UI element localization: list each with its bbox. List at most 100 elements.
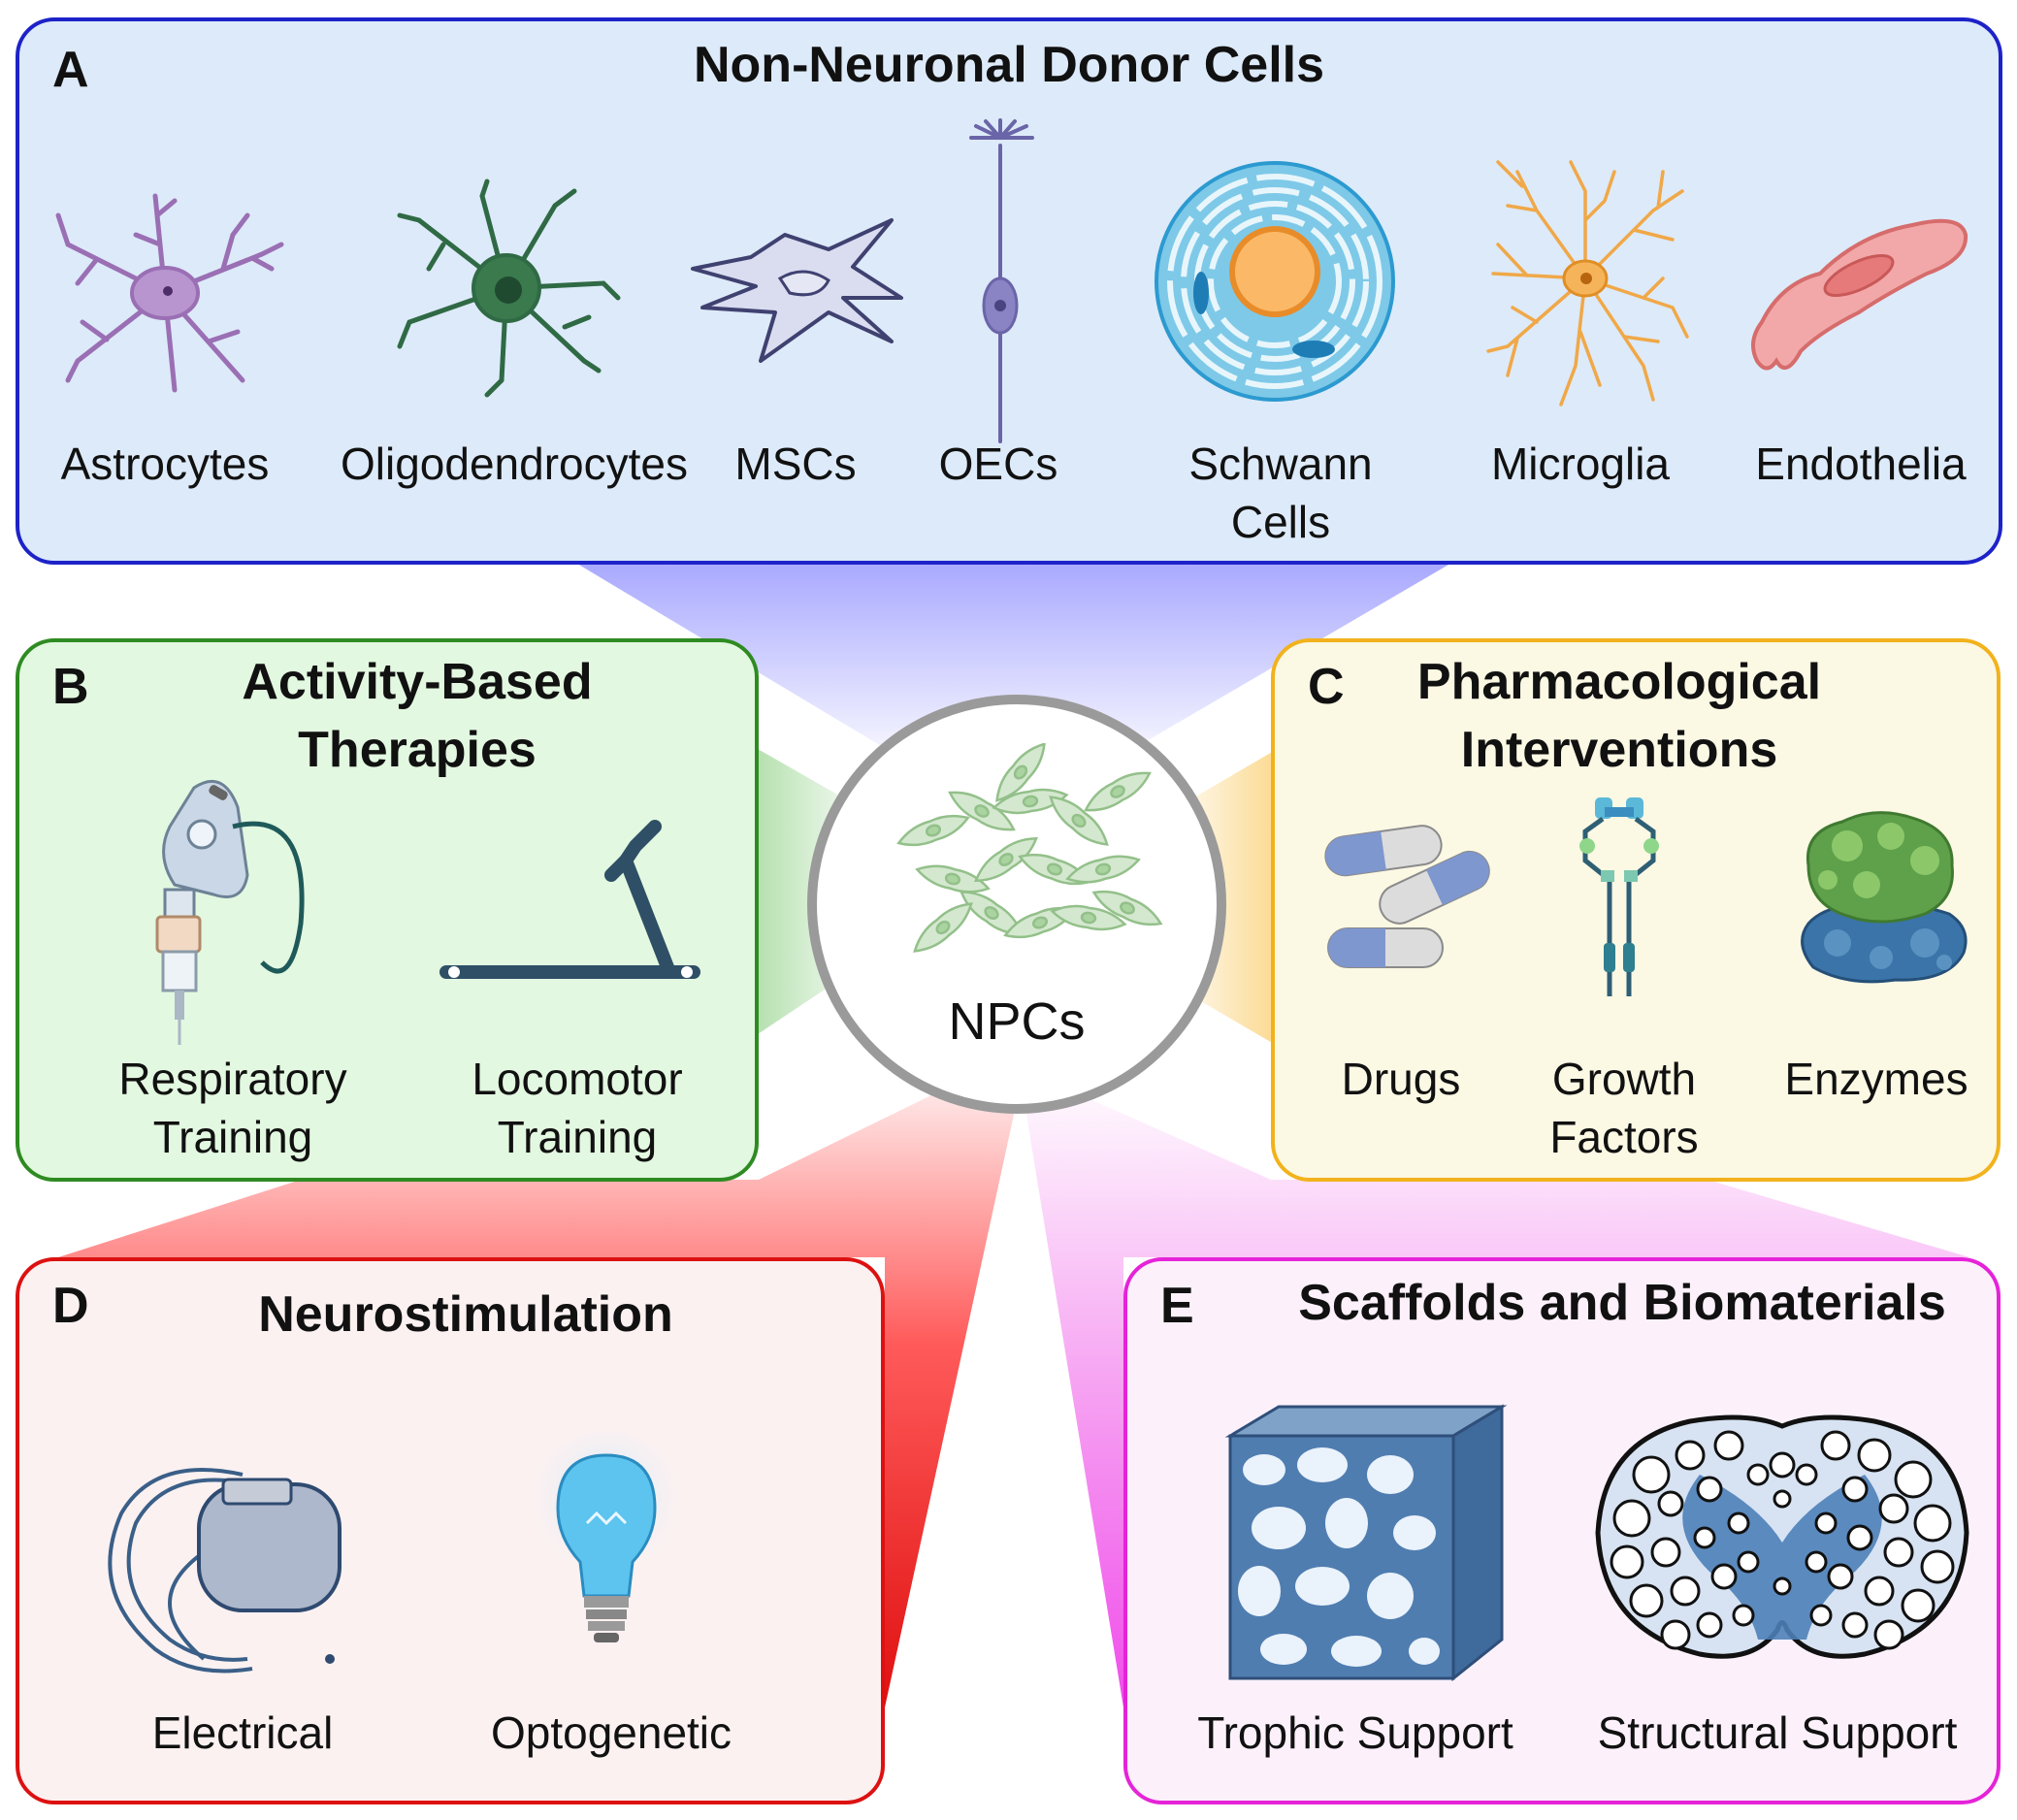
npc-cell: [948, 791, 1016, 831]
scaffold-pore: [1809, 1604, 1833, 1627]
scaffold-pore: [1670, 1576, 1701, 1607]
oligodendrocyte-icon: [397, 179, 621, 398]
scaffold-pore: [1773, 1489, 1792, 1509]
treadmill-icon: [439, 820, 700, 979]
npc-cell: [974, 836, 1038, 883]
structural-support-label: Structural Support: [1597, 1707, 1958, 1758]
npc-cell: [1050, 904, 1127, 931]
panel-title: Scaffolds and Biomaterials: [1298, 1275, 1946, 1331]
enzymes-label: Enzymes: [1784, 1054, 1968, 1104]
schwann-cell-icon: [1155, 161, 1395, 402]
oligodendrocytes-label: Oligodendrocytes: [341, 439, 688, 489]
panel-c: C Pharmacological Interventions Drugs Gr…: [1271, 638, 2001, 1182]
oecs-label: OECs: [938, 439, 1058, 489]
scaffold-pore: [1610, 1544, 1644, 1579]
scaffold-pore: [1846, 1524, 1873, 1551]
panel-letter: A: [52, 42, 89, 98]
astrocyte-icon: [55, 193, 284, 393]
scaffold-pore: [1727, 1511, 1750, 1535]
npc-cell: [1049, 796, 1109, 846]
spinal-cord-scaffold-icon: [1595, 1414, 1969, 1659]
scaffold-pore: [1737, 1550, 1760, 1574]
oec-icon: [969, 118, 1034, 443]
scaffold-pore: [1827, 1563, 1854, 1590]
light-bulb-icon: [524, 1431, 689, 1642]
scaffold-pore: [1814, 1511, 1838, 1535]
microglia-icon: [1486, 160, 1689, 406]
scaffold-pore: [1732, 1604, 1755, 1627]
scaffold-pore: [1873, 1619, 1904, 1650]
panel-letter: E: [1160, 1278, 1194, 1334]
panel-e: E Scaffolds and Biomaterials Trophic Sup…: [1123, 1257, 2001, 1804]
optogenetic-label: Optogenetic: [490, 1707, 732, 1758]
scaffold-pore: [1629, 1583, 1664, 1618]
scaffold-pore: [1883, 1537, 1914, 1568]
scaffold-pore: [1857, 1438, 1892, 1473]
respiratory-training-label: Respiratory Training: [118, 1054, 347, 1162]
npc-cell: [896, 814, 970, 847]
panel-b: B Activity-Based Therapies Respiratory T…: [16, 638, 759, 1182]
endothelial-cell-icon: [1751, 218, 1968, 371]
scaffold-pore: [1913, 1504, 1952, 1543]
drugs-label: Drugs: [1341, 1054, 1461, 1104]
panel-title: Neurostimulation: [258, 1286, 673, 1343]
scaffold-pore: [1901, 1588, 1936, 1623]
stimulator-device-icon: [108, 1468, 342, 1674]
panel-letter: B: [52, 659, 89, 715]
scaffold-pore: [1693, 1526, 1716, 1549]
electrical-label: Electrical: [151, 1707, 334, 1758]
scaffold-pore: [1746, 1463, 1770, 1486]
panel-letter: C: [1308, 659, 1345, 715]
panel-a: A Non-Neuronal Donor Cells: [16, 17, 2002, 565]
scaffold-pore: [1696, 1611, 1723, 1639]
scaffold-pore: [1650, 1537, 1681, 1568]
npc-cell: [1065, 855, 1141, 884]
npc-hub: NPCs: [807, 695, 1226, 1114]
npc-cell: [915, 864, 991, 894]
panel-d: D Neurostimulation Electrical Optogeneti…: [16, 1257, 885, 1804]
scaffold-pore: [1795, 1463, 1818, 1486]
ray-a: [572, 561, 1455, 776]
scaffold-pore: [1841, 1476, 1869, 1503]
endothelia-label: Endothelia: [1755, 439, 1967, 489]
scaffold-pore: [1878, 1493, 1909, 1524]
scaffold-pore: [1660, 1619, 1691, 1650]
scaffold-pore: [1864, 1576, 1895, 1607]
scaffold-pore: [1675, 1440, 1706, 1471]
npc-cells-icon: [896, 743, 1163, 953]
pills-icon: [1324, 825, 1490, 968]
npc-cell: [995, 743, 1046, 802]
astrocytes-label: Astrocytes: [60, 439, 270, 489]
mscs-label: MSCs: [734, 439, 857, 489]
trophic-support-label: Trophic Support: [1197, 1707, 1513, 1758]
microglia-label: Microglia: [1490, 439, 1671, 489]
scaffold-pore: [1773, 1576, 1792, 1596]
schwann-cells-label: Schwann Cells: [1188, 439, 1373, 547]
msc-icon: [691, 218, 903, 363]
growth-factor-receptor-icon: [1579, 797, 1659, 996]
scaffold-pore: [1632, 1455, 1671, 1494]
panel-title: Non-Neuronal Donor Cells: [693, 37, 1325, 93]
locomotor-training-label: Locomotor Training: [472, 1054, 683, 1162]
panel-title: Activity-Based Therapies: [242, 654, 593, 778]
panel-title: Pharmacological Interventions: [1416, 654, 1822, 778]
scaffold-pore: [1769, 1451, 1796, 1479]
ray-d: [58, 1048, 1028, 1707]
scaffold-pore: [1920, 1549, 1955, 1584]
scaffold-pore: [1805, 1550, 1828, 1574]
scaffold-pore: [1657, 1490, 1684, 1517]
npcs-label: NPCs: [948, 992, 1086, 1051]
npc-cell: [1091, 890, 1163, 926]
scaffold-pore: [1841, 1611, 1869, 1639]
npc-cell: [992, 788, 1069, 815]
scaffold-pore: [1696, 1476, 1723, 1503]
scaffold-pore: [1710, 1563, 1738, 1590]
scaffold-pore: [1820, 1430, 1851, 1461]
growth-factors-label: Growth Factors: [1549, 1054, 1699, 1162]
scaffold-pore: [1894, 1460, 1933, 1499]
panel-letter: D: [52, 1278, 89, 1334]
scaffold-pore: [1612, 1499, 1651, 1538]
npc-cell: [913, 902, 973, 953]
porous-scaffold-icon: [1224, 1404, 1508, 1682]
